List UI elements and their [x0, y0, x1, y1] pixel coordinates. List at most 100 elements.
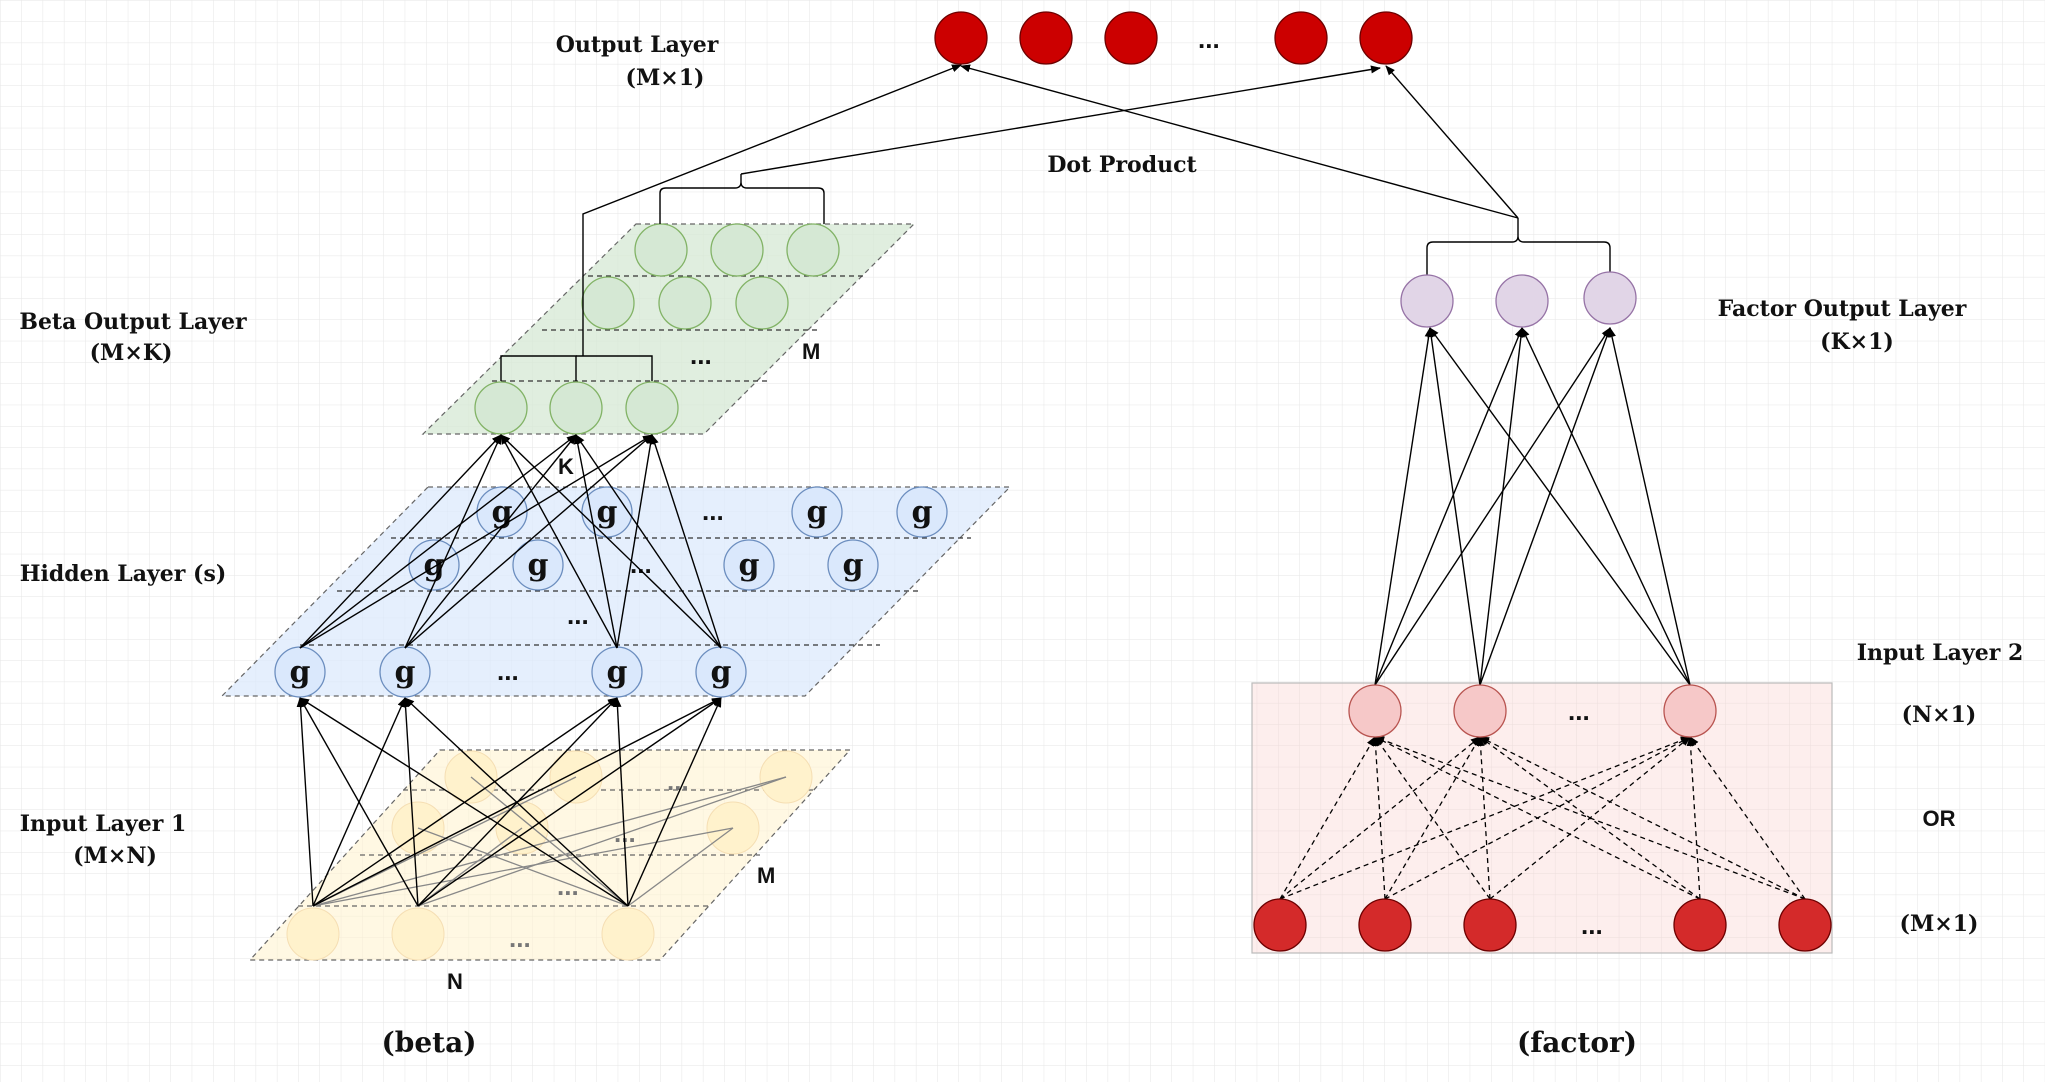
svg-text:g: g [395, 655, 416, 690]
input1-node [601, 907, 655, 961]
hidden-node: g [512, 539, 564, 591]
input1-node [391, 907, 445, 961]
hidden-node: g [695, 646, 747, 698]
input-layer-1-label: Input Layer 1 [20, 811, 187, 837]
input2-red-node [1358, 898, 1412, 952]
hidden-node: g [274, 646, 326, 698]
input-layer-2-m-dim: (M×1) [1900, 911, 1979, 937]
ellipsis: ... [690, 340, 712, 370]
svg-text:g: g [424, 548, 445, 583]
input-layer-2-box [1251, 682, 1833, 954]
svg-text:g: g [739, 548, 760, 583]
output-layer-label: Output Layer [556, 32, 719, 58]
ellipsis: ... [557, 871, 579, 901]
svg-text:g: g [597, 495, 618, 530]
hidden-node: g [476, 486, 528, 538]
svg-text:g: g [528, 548, 549, 583]
factor-output-layer-label: Factor Output Layer [1718, 296, 1967, 322]
svg-text:g: g [843, 548, 864, 583]
svg-text:g: g [912, 495, 933, 530]
input1-n-label: N [447, 969, 463, 994]
output-node [1104, 11, 1158, 65]
output-layer: ... [934, 11, 1413, 65]
beta-node [658, 276, 712, 330]
beta-node [634, 223, 688, 277]
input1-m-label: M [757, 863, 775, 888]
factor-output-layer [1400, 271, 1637, 328]
svg-text:g: g [492, 495, 513, 530]
beta-node [581, 276, 635, 330]
beta-output-layer-dim: (M×K) [90, 340, 173, 366]
hidden-node: g [791, 486, 843, 538]
output-layer-dim: (M×1) [626, 65, 705, 91]
beta-output-layer-label: Beta Output Layer [19, 309, 247, 335]
input-layer-1: ... ... ... ... [248, 749, 852, 961]
input-layer-1-dim: (M×N) [73, 843, 157, 869]
dot-product-label: Dot Product [1047, 152, 1197, 178]
input-to-hidden-connections [296, 697, 722, 907]
ellipsis: ... [702, 496, 724, 526]
svg-text:g: g [290, 655, 311, 690]
input2-pink-node [1663, 684, 1717, 738]
input-layer-2 [1251, 682, 1833, 954]
beta-m-label: M [802, 339, 820, 364]
hidden-node: g [723, 539, 775, 591]
ellipsis: ... [1568, 696, 1590, 726]
beta-node [735, 276, 789, 330]
hidden-node: g [408, 539, 460, 591]
ellipsis: ... [630, 549, 652, 579]
hidden-node: g [827, 539, 879, 591]
factor-caption: (factor) [1517, 1026, 1637, 1059]
ellipsis: ... [567, 600, 589, 630]
factor-node [1495, 274, 1549, 328]
input2-dashed-connections [1279, 736, 1806, 900]
beta-node [786, 223, 840, 277]
output-node [1019, 11, 1073, 65]
factor-brackets [960, 64, 1611, 275]
input-layer-2-n-dim: (N×1) [1902, 702, 1977, 728]
input2-to-factor-connections [1374, 327, 1691, 686]
hidden-node: g [896, 486, 948, 538]
input2-red-node [1463, 898, 1517, 952]
input1-internal-connections [312, 776, 787, 907]
output-node [1359, 11, 1413, 65]
hidden-node: g [379, 646, 431, 698]
hidden-layer-label: Hidden Layer (s) [20, 561, 227, 587]
svg-text:g: g [807, 495, 828, 530]
input2-red-node [1778, 898, 1832, 952]
svg-text:g: g [607, 655, 628, 690]
factor-node [1583, 271, 1637, 325]
factor-node [1400, 274, 1454, 328]
ellipsis: ... [1581, 910, 1603, 940]
factor-output-layer-dim: (K×1) [1820, 329, 1894, 355]
hidden-to-beta-connections [299, 434, 722, 649]
beta-k-label: K [558, 454, 574, 479]
ellipsis: ... [509, 923, 531, 953]
output-node [934, 11, 988, 65]
or-label: OR [1923, 806, 1956, 831]
input1-node [286, 907, 340, 961]
beta-node [710, 223, 764, 277]
input-layer-2-nodes: ... ... [1253, 684, 1832, 952]
ellipsis: ... [667, 766, 689, 796]
hidden-node: g [591, 646, 643, 698]
hidden-layer [220, 486, 1012, 697]
input2-pink-node [1453, 684, 1507, 738]
beta-caption: (beta) [382, 1026, 477, 1059]
beta-node [549, 381, 603, 435]
input2-pink-node [1348, 684, 1402, 738]
input2-red-node [1253, 898, 1307, 952]
beta-output-layer: ... [421, 223, 916, 435]
beta-output-plane [421, 223, 916, 435]
input-layer-2-label: Input Layer 2 [1857, 640, 2024, 666]
ellipsis: ... [1198, 24, 1220, 54]
input2-red-node [1673, 898, 1727, 952]
ellipsis: ... [497, 656, 519, 686]
hidden-node: g [581, 486, 633, 538]
beta-node [474, 381, 528, 435]
beta-node [625, 381, 679, 435]
output-node [1274, 11, 1328, 65]
svg-text:g: g [711, 655, 732, 690]
beta-brackets [500, 64, 1381, 381]
